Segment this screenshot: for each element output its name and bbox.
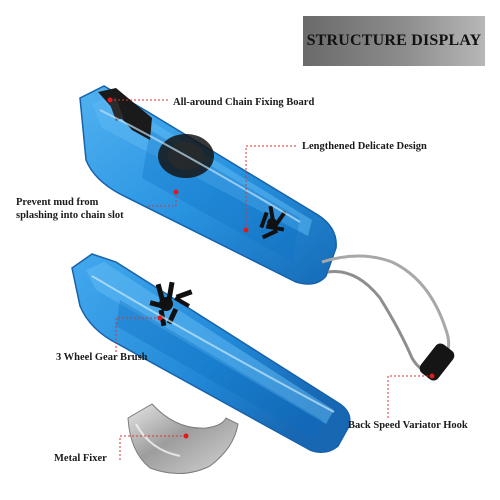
- label-fixing-board-text: All-around Chain Fixing Board: [173, 97, 315, 108]
- wire-hook-icon: [321, 254, 455, 381]
- callout-line-prevent-mud: [148, 192, 177, 207]
- structure-display-banner: STRUCTURE DISPLAY: [303, 16, 485, 66]
- label-gear-brush: 3 Wheel Gear Brush: [56, 351, 148, 364]
- callout-line-gear-brush: [115, 317, 160, 352]
- callout-lines: [110, 99, 432, 460]
- label-hook: Back Speed Variator Hook: [348, 419, 468, 432]
- label-prevent-mud-line2: splashing into chain slot: [16, 210, 124, 221]
- callout-markers: [107, 97, 435, 439]
- callout-line-lengthened: [245, 145, 298, 230]
- label-prevent-mud-line1: Prevent mud from: [16, 197, 99, 208]
- metal-clip-icon: [127, 403, 239, 474]
- chain-cleaner-top-shell: [79, 85, 337, 285]
- label-metal-fixer: Metal Fixer: [54, 452, 107, 465]
- label-hook-text: Back Speed Variator Hook: [348, 420, 468, 431]
- label-fixing-board: All-around Chain Fixing Board: [173, 96, 314, 109]
- label-lengthened-text: Lengthened Delicate Design: [302, 141, 427, 152]
- callout-line-hook: [387, 375, 432, 418]
- label-gear-brush-text: 3 Wheel Gear Brush: [56, 352, 148, 363]
- chain-cleaner-bottom-shell: [71, 253, 351, 453]
- gear-brush-icon: [149, 281, 193, 327]
- callout-line-metal-fixer: [119, 435, 186, 460]
- label-lengthened: Lengthened Delicate Design: [302, 140, 427, 153]
- label-prevent-mud: Prevent mud from splashing into chain sl…: [16, 196, 124, 222]
- banner-title: STRUCTURE DISPLAY: [306, 32, 482, 49]
- label-metal-fixer-text: Metal Fixer: [54, 453, 107, 464]
